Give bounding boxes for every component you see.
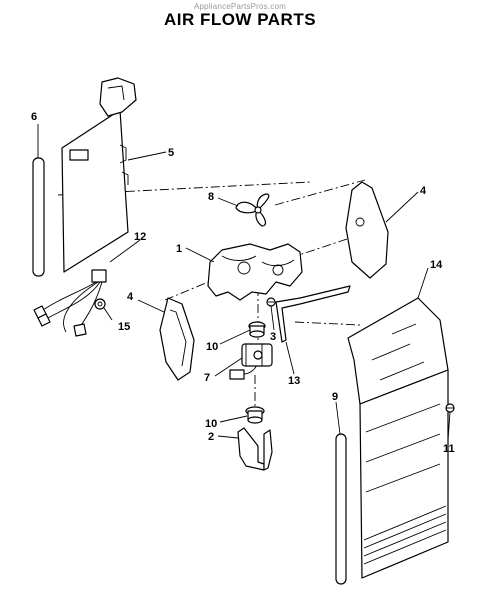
watermark: AppliancePartsPros.com [194,2,286,11]
callout-1: 1 [176,243,182,255]
part-4-duct-plate-right [345,181,389,279]
callout-6: 6 [31,111,37,123]
part-7-fan-motor [229,343,273,380]
part-13-bracket [275,285,351,343]
callout-8: 8 [208,191,214,203]
callout-9: 9 [332,391,338,403]
part-12-wire-harness [33,269,107,337]
part-5-rear-panel [61,77,137,273]
part-2-motor-bracket [237,427,273,471]
callout-2: 2 [208,431,214,443]
callout-labels: 6 5 12 15 1 8 4 14 3 4 10 7 13 9 10 2 11 [31,111,455,455]
callout-12: 12 [134,231,146,243]
part-6-gasket [32,157,45,277]
callout-10-upper: 10 [206,341,218,353]
part-1-fan-housing [207,243,303,301]
callout-13: 13 [288,375,300,387]
callout-4-right: 4 [420,185,427,197]
callout-14: 14 [430,259,443,271]
part-15-connector [94,298,106,310]
callout-7: 7 [204,372,210,384]
callout-4-left: 4 [127,291,134,303]
callout-15: 15 [118,321,130,333]
leader-lines [37,124,451,441]
callout-11: 11 [443,443,455,455]
part-4-duct-plate-left [159,297,195,381]
part-8-fan-blade [235,193,270,227]
callout-10-lower: 10 [205,418,217,430]
part-9-gasket [335,433,347,585]
diagram-title: AIR FLOW PARTS [163,10,317,29]
part-10-grommet-lower [245,406,265,424]
callout-3: 3 [270,331,276,343]
callout-5: 5 [168,147,174,159]
part-14-cover-panel [347,297,449,579]
part-3-screw [266,297,276,307]
part-10-grommet-upper [248,321,266,338]
part-11-screw [445,403,455,413]
